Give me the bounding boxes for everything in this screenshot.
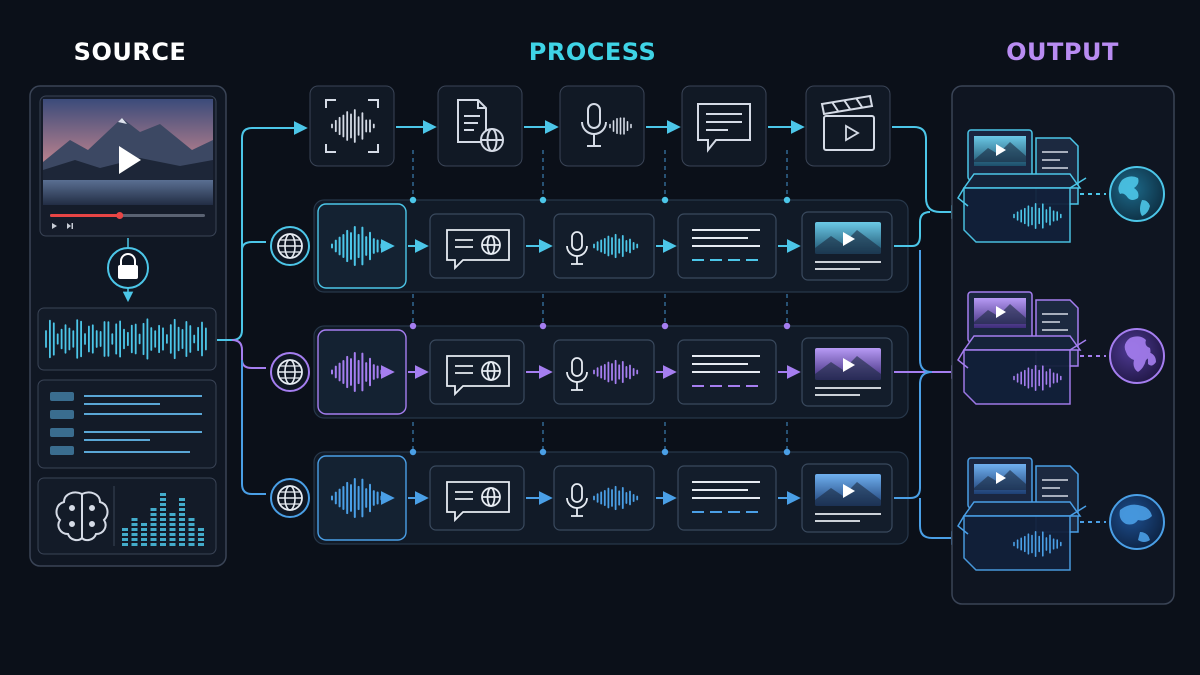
lane-1: [270, 196, 909, 293]
video-frame-icon: [815, 474, 881, 522]
lane-render-step[interactable]: [801, 463, 893, 533]
lane-render-step[interactable]: [801, 211, 893, 281]
lane-voice-step[interactable]: [553, 465, 655, 531]
process-main-row: [309, 85, 965, 219]
sync-node: [539, 196, 547, 204]
subtitle-lines-icon: [692, 355, 762, 387]
main-step-translate-doc[interactable]: [437, 85, 523, 167]
sync-node: [783, 196, 791, 204]
package-1[interactable]: [957, 129, 1165, 243]
source-video-card[interactable]: [39, 95, 217, 237]
microphone-icon: [581, 103, 607, 147]
equalizer-icon: [122, 493, 204, 546]
package-waveform-icon: [1013, 531, 1062, 557]
video-frame-icon: [815, 348, 881, 396]
main-step-voice[interactable]: [559, 85, 645, 167]
waveform-scan-icon: [331, 109, 375, 143]
lane-subtitle-step[interactable]: [677, 339, 777, 405]
lane-translate-step[interactable]: [429, 339, 525, 405]
microphone-icon: [566, 231, 588, 265]
subtitle-lines-icon: [692, 229, 762, 261]
source-panel: [29, 85, 227, 567]
source-heading: SOURCE: [73, 38, 187, 66]
speech-bubble-icon: [697, 103, 751, 153]
lane-waveform-step[interactable]: [317, 455, 407, 541]
brain-icon: [55, 491, 109, 542]
transcript-list-icon: [50, 392, 202, 455]
source-ai-card: [37, 477, 217, 555]
sync-node: [783, 448, 791, 456]
package-waveform-icon: [1013, 203, 1062, 229]
microphone-icon: [566, 357, 588, 391]
sync-node: [409, 196, 417, 204]
chat-globe-icon: [446, 481, 510, 523]
mic-waveform: [609, 117, 632, 135]
source-connectors: [217, 121, 308, 495]
lane-subtitle-step[interactable]: [677, 213, 777, 279]
clapperboard-icon: [820, 94, 875, 151]
play-small-icon[interactable]: [52, 223, 57, 229]
main-step-subtitle[interactable]: [681, 85, 767, 167]
document-globe-icon: [457, 99, 504, 152]
main-step-render[interactable]: [805, 85, 891, 167]
sync-node: [409, 322, 417, 330]
source-waveform-card: [37, 307, 217, 371]
lane-globe-icon[interactable]: [270, 352, 310, 392]
voice-waveform: [593, 233, 639, 259]
lane-globe-icon[interactable]: [270, 226, 310, 266]
lane-render-step[interactable]: [801, 337, 893, 407]
lane-voice-step[interactable]: [553, 213, 655, 279]
globe-americas-icon: [1109, 166, 1165, 222]
lock-icon: [107, 247, 149, 289]
package-2[interactable]: [957, 291, 1165, 405]
voice-waveform: [593, 359, 639, 385]
sync-node: [661, 448, 669, 456]
microphone-icon: [566, 483, 588, 517]
waveform-icon: [331, 478, 383, 518]
process-lanes: [270, 196, 965, 545]
skip-forward-icon[interactable]: [67, 223, 73, 229]
output-connectors: [894, 211, 965, 545]
output-packages: [957, 129, 1165, 571]
chat-globe-icon: [446, 229, 510, 271]
process-heading: PROCESS: [528, 38, 657, 66]
chat-globe-icon: [446, 355, 510, 397]
lane-subtitle-step[interactable]: [677, 465, 777, 531]
voice-waveform: [593, 485, 639, 511]
lane-voice-step[interactable]: [553, 339, 655, 405]
lane-waveform-step[interactable]: [317, 329, 407, 415]
package-3[interactable]: [957, 457, 1165, 571]
sync-node: [539, 448, 547, 456]
subtitle-lines-icon: [692, 481, 762, 513]
play-icon[interactable]: [119, 146, 141, 174]
lane-translate-step[interactable]: [429, 465, 525, 531]
globe-europe-africa-icon: [1109, 328, 1165, 384]
lane-2: [270, 322, 909, 419]
source-waveform-icon: [45, 318, 207, 360]
sync-node: [783, 322, 791, 330]
output-heading: OUTPUT: [1006, 38, 1119, 66]
source-transcript-card: [37, 379, 217, 469]
lane-globe-icon[interactable]: [270, 478, 310, 518]
sync-node: [661, 322, 669, 330]
sync-node: [539, 322, 547, 330]
lane-3: [270, 448, 909, 545]
sync-node: [409, 448, 417, 456]
lane-waveform-step[interactable]: [317, 203, 407, 289]
video-frame-icon: [815, 222, 881, 270]
main-step-transcribe[interactable]: [309, 85, 395, 167]
waveform-icon: [331, 226, 383, 266]
lane-translate-step[interactable]: [429, 213, 525, 279]
sync-node: [661, 196, 669, 204]
package-waveform-icon: [1013, 365, 1062, 391]
globe-asia-icon: [1109, 494, 1165, 550]
video-progress-bar[interactable]: [50, 212, 205, 219]
